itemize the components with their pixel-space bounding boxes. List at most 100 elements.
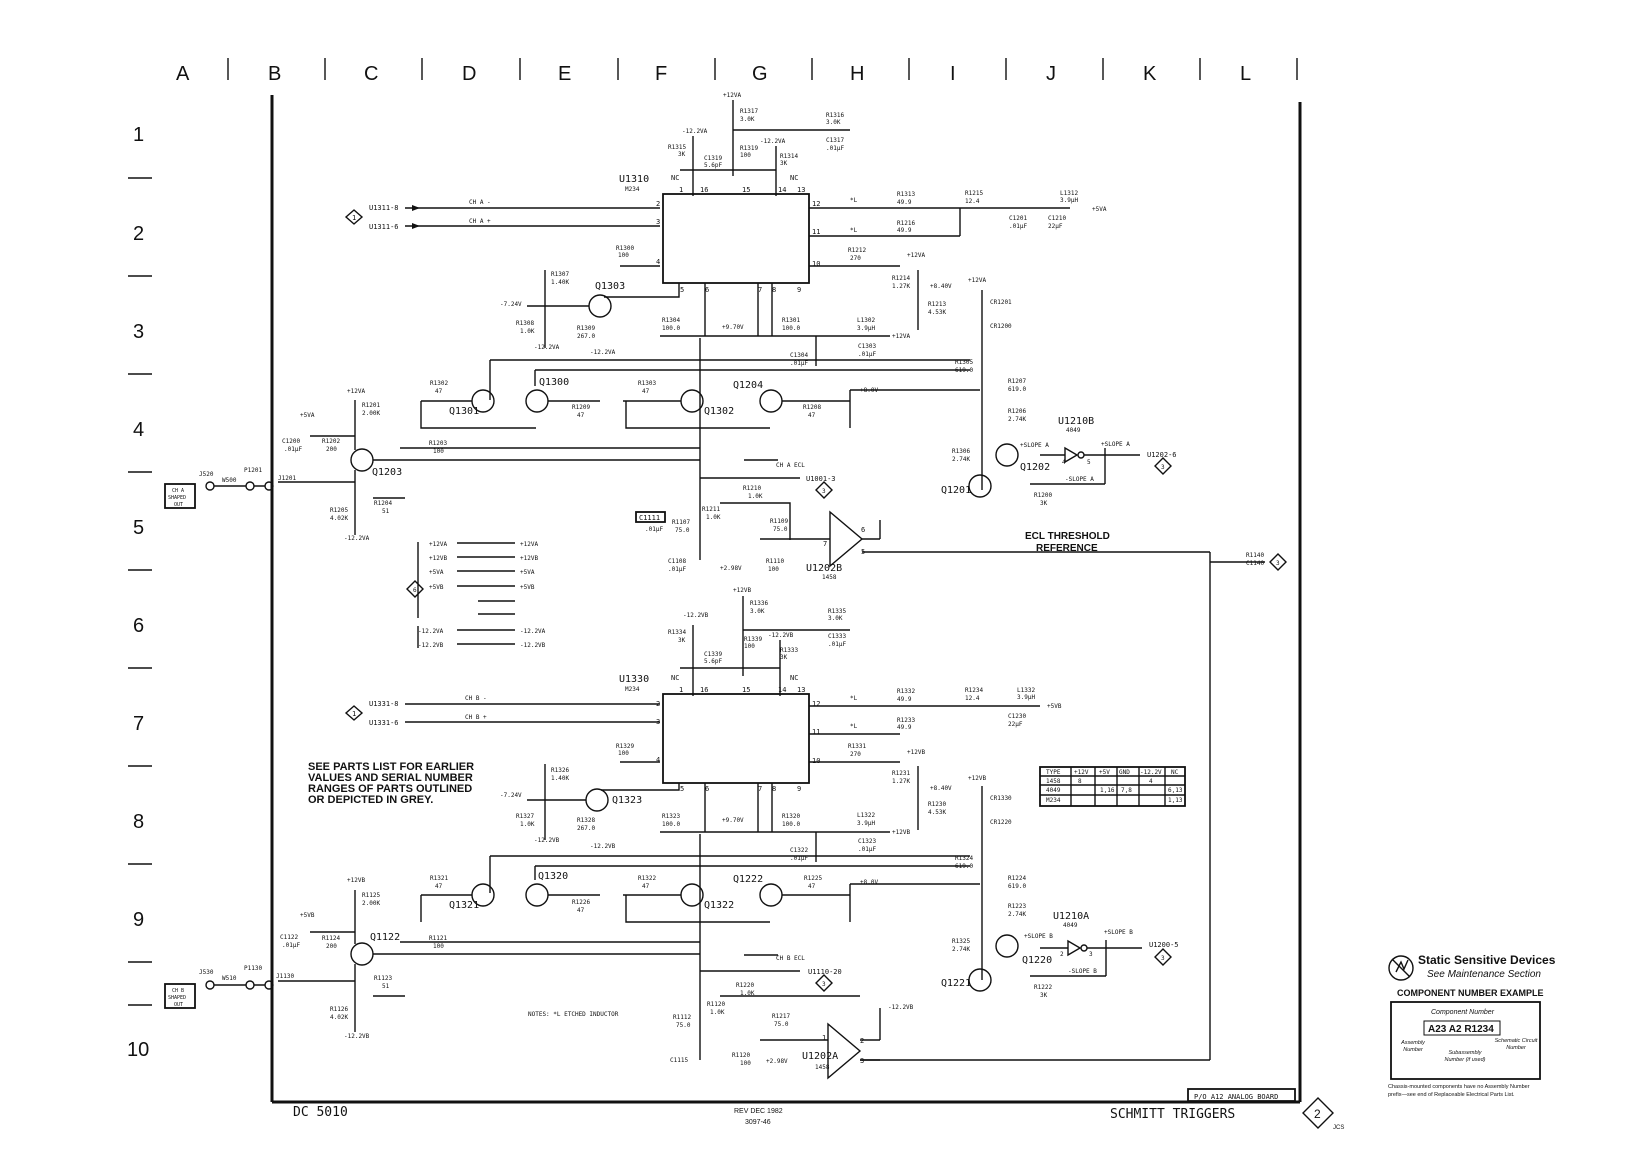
svg-text:3: 3 bbox=[1089, 951, 1093, 958]
svg-text:+12V: +12V bbox=[1074, 769, 1089, 776]
svg-text:.01µF: .01µF bbox=[668, 566, 686, 573]
grey-note: SEE PARTS LIST FOR EARLIER bbox=[308, 761, 474, 773]
svg-text:11: 11 bbox=[812, 228, 820, 236]
svg-text:+12VB: +12VB bbox=[347, 877, 365, 884]
svg-text:R1109: R1109 bbox=[770, 518, 788, 525]
svg-text:U1210B: U1210B bbox=[1058, 416, 1094, 427]
svg-text:+12VA: +12VA bbox=[520, 541, 538, 548]
svg-text:R1207: R1207 bbox=[1008, 378, 1026, 385]
svg-text:C1323: C1323 bbox=[858, 838, 876, 845]
q1201-transistor bbox=[968, 474, 992, 498]
svg-text:10: 10 bbox=[812, 757, 820, 765]
svg-text:U1110-20: U1110-20 bbox=[808, 968, 842, 976]
svg-text:3K: 3K bbox=[780, 160, 788, 167]
svg-text:+12VB: +12VB bbox=[907, 749, 925, 756]
svg-text:R1202: R1202 bbox=[322, 438, 340, 445]
svg-text:CH A +: CH A + bbox=[469, 218, 491, 225]
svg-text:3K: 3K bbox=[780, 654, 788, 661]
svg-text:1458: 1458 bbox=[1046, 778, 1061, 785]
svg-text:.01µF: .01µF bbox=[790, 360, 808, 367]
svg-text:100.0: 100.0 bbox=[662, 821, 680, 828]
example-title: COMPONENT NUMBER EXAMPLE bbox=[1397, 988, 1544, 998]
svg-text:Q1220: Q1220 bbox=[1022, 955, 1052, 966]
svg-text:*L: *L bbox=[850, 197, 858, 204]
svg-text:CR1201: CR1201 bbox=[990, 299, 1012, 306]
svg-text:R1205: R1205 bbox=[330, 507, 348, 514]
svg-text:SHAPED: SHAPED bbox=[168, 995, 186, 1001]
svg-text:2.74K: 2.74K bbox=[952, 946, 970, 953]
svg-text:3K: 3K bbox=[1040, 992, 1048, 999]
svg-text:+12VA: +12VA bbox=[892, 333, 910, 340]
svg-text:1,16: 1,16 bbox=[1100, 787, 1115, 794]
svg-text:P1201: P1201 bbox=[244, 467, 262, 474]
rev-label: REV DEC 1982 bbox=[734, 1108, 783, 1115]
svg-text:R1300: R1300 bbox=[616, 245, 634, 252]
svg-text:R1210: R1210 bbox=[743, 485, 761, 492]
svg-text:1,13: 1,13 bbox=[1168, 797, 1183, 804]
u1202a-opamp bbox=[827, 1022, 862, 1080]
sheet-title: SCHMITT TRIGGERS bbox=[1110, 1107, 1235, 1122]
example-number: A23 A2 R1234 bbox=[1428, 1024, 1494, 1035]
svg-text:.01µF: .01µF bbox=[858, 351, 876, 358]
svg-text:R1112: R1112 bbox=[673, 1014, 691, 1021]
svg-text:R1225: R1225 bbox=[804, 875, 822, 882]
svg-text:200: 200 bbox=[326, 446, 337, 453]
svg-text:Q1320: Q1320 bbox=[538, 871, 568, 882]
svg-text:R1335: R1335 bbox=[828, 608, 846, 615]
svg-text:8: 8 bbox=[772, 785, 776, 793]
svg-text:C1303: C1303 bbox=[858, 343, 876, 350]
svg-text:CR1220: CR1220 bbox=[990, 819, 1012, 826]
svg-text:+9.70V: +9.70V bbox=[722, 817, 744, 824]
svg-text:8: 8 bbox=[1078, 778, 1082, 785]
svg-text:J520: J520 bbox=[199, 471, 214, 478]
svg-text:6,13: 6,13 bbox=[1168, 787, 1183, 794]
svg-text:1: 1 bbox=[352, 214, 356, 222]
svg-text:100: 100 bbox=[740, 152, 751, 159]
q1222-transistor bbox=[759, 883, 783, 907]
svg-text:13: 13 bbox=[797, 686, 805, 694]
svg-text:R1126: R1126 bbox=[330, 1006, 348, 1013]
row-label: 3 bbox=[133, 321, 144, 343]
svg-text:4.53K: 4.53K bbox=[928, 309, 946, 316]
svg-text:R1313: R1313 bbox=[897, 191, 915, 198]
svg-text:R1211: R1211 bbox=[702, 506, 720, 513]
svg-text:.01µF: .01µF bbox=[282, 942, 300, 949]
svg-text:R1323: R1323 bbox=[662, 813, 680, 820]
svg-text:SHAPED: SHAPED bbox=[168, 495, 186, 501]
svg-text:R1231: R1231 bbox=[892, 770, 910, 777]
sheet-number: 2 bbox=[1314, 1107, 1321, 1121]
grey-note: RANGES OF PARTS OUTLINED bbox=[308, 783, 472, 795]
svg-text:R1216: R1216 bbox=[897, 220, 915, 227]
svg-text:9: 9 bbox=[797, 286, 801, 294]
svg-text:+12VB: +12VB bbox=[968, 775, 986, 782]
row-dividers bbox=[128, 177, 152, 1006]
svg-text:.01µF: .01µF bbox=[284, 446, 302, 453]
svg-text:2.74K: 2.74K bbox=[952, 456, 970, 463]
q1300-transistor bbox=[525, 389, 549, 413]
sheet-ref-3-icon bbox=[1269, 553, 1287, 571]
svg-text:3.0K: 3.0K bbox=[828, 615, 843, 622]
svg-text:+12VA: +12VA bbox=[429, 541, 447, 548]
svg-text:5.6pF: 5.6pF bbox=[704, 162, 722, 169]
svg-text:+2.98V: +2.98V bbox=[720, 565, 742, 572]
svg-text:R1302: R1302 bbox=[430, 380, 448, 387]
svg-text:CH A: CH A bbox=[172, 488, 184, 494]
svg-text:C1304: C1304 bbox=[790, 352, 808, 359]
svg-text:U1331-6: U1331-6 bbox=[369, 719, 399, 727]
svg-text:W500: W500 bbox=[222, 477, 237, 484]
row-label: 7 bbox=[133, 713, 144, 735]
svg-text:U1311-8: U1311-8 bbox=[369, 204, 399, 212]
svg-text:+5VA: +5VA bbox=[520, 569, 535, 576]
svg-text:-12.2VB: -12.2VB bbox=[888, 1004, 914, 1011]
col-label: A bbox=[176, 63, 190, 85]
svg-text:2.00K: 2.00K bbox=[362, 410, 380, 417]
svg-text:5: 5 bbox=[1087, 459, 1091, 466]
svg-text:6: 6 bbox=[413, 587, 417, 594]
sheet-ref-1-icon bbox=[344, 705, 364, 721]
svg-text:R1319: R1319 bbox=[740, 145, 758, 152]
svg-text:R1217: R1217 bbox=[772, 1013, 790, 1020]
svg-text:1458: 1458 bbox=[822, 574, 837, 581]
svg-text:8: 8 bbox=[772, 286, 776, 294]
svg-text:.01µF: .01µF bbox=[826, 145, 844, 152]
